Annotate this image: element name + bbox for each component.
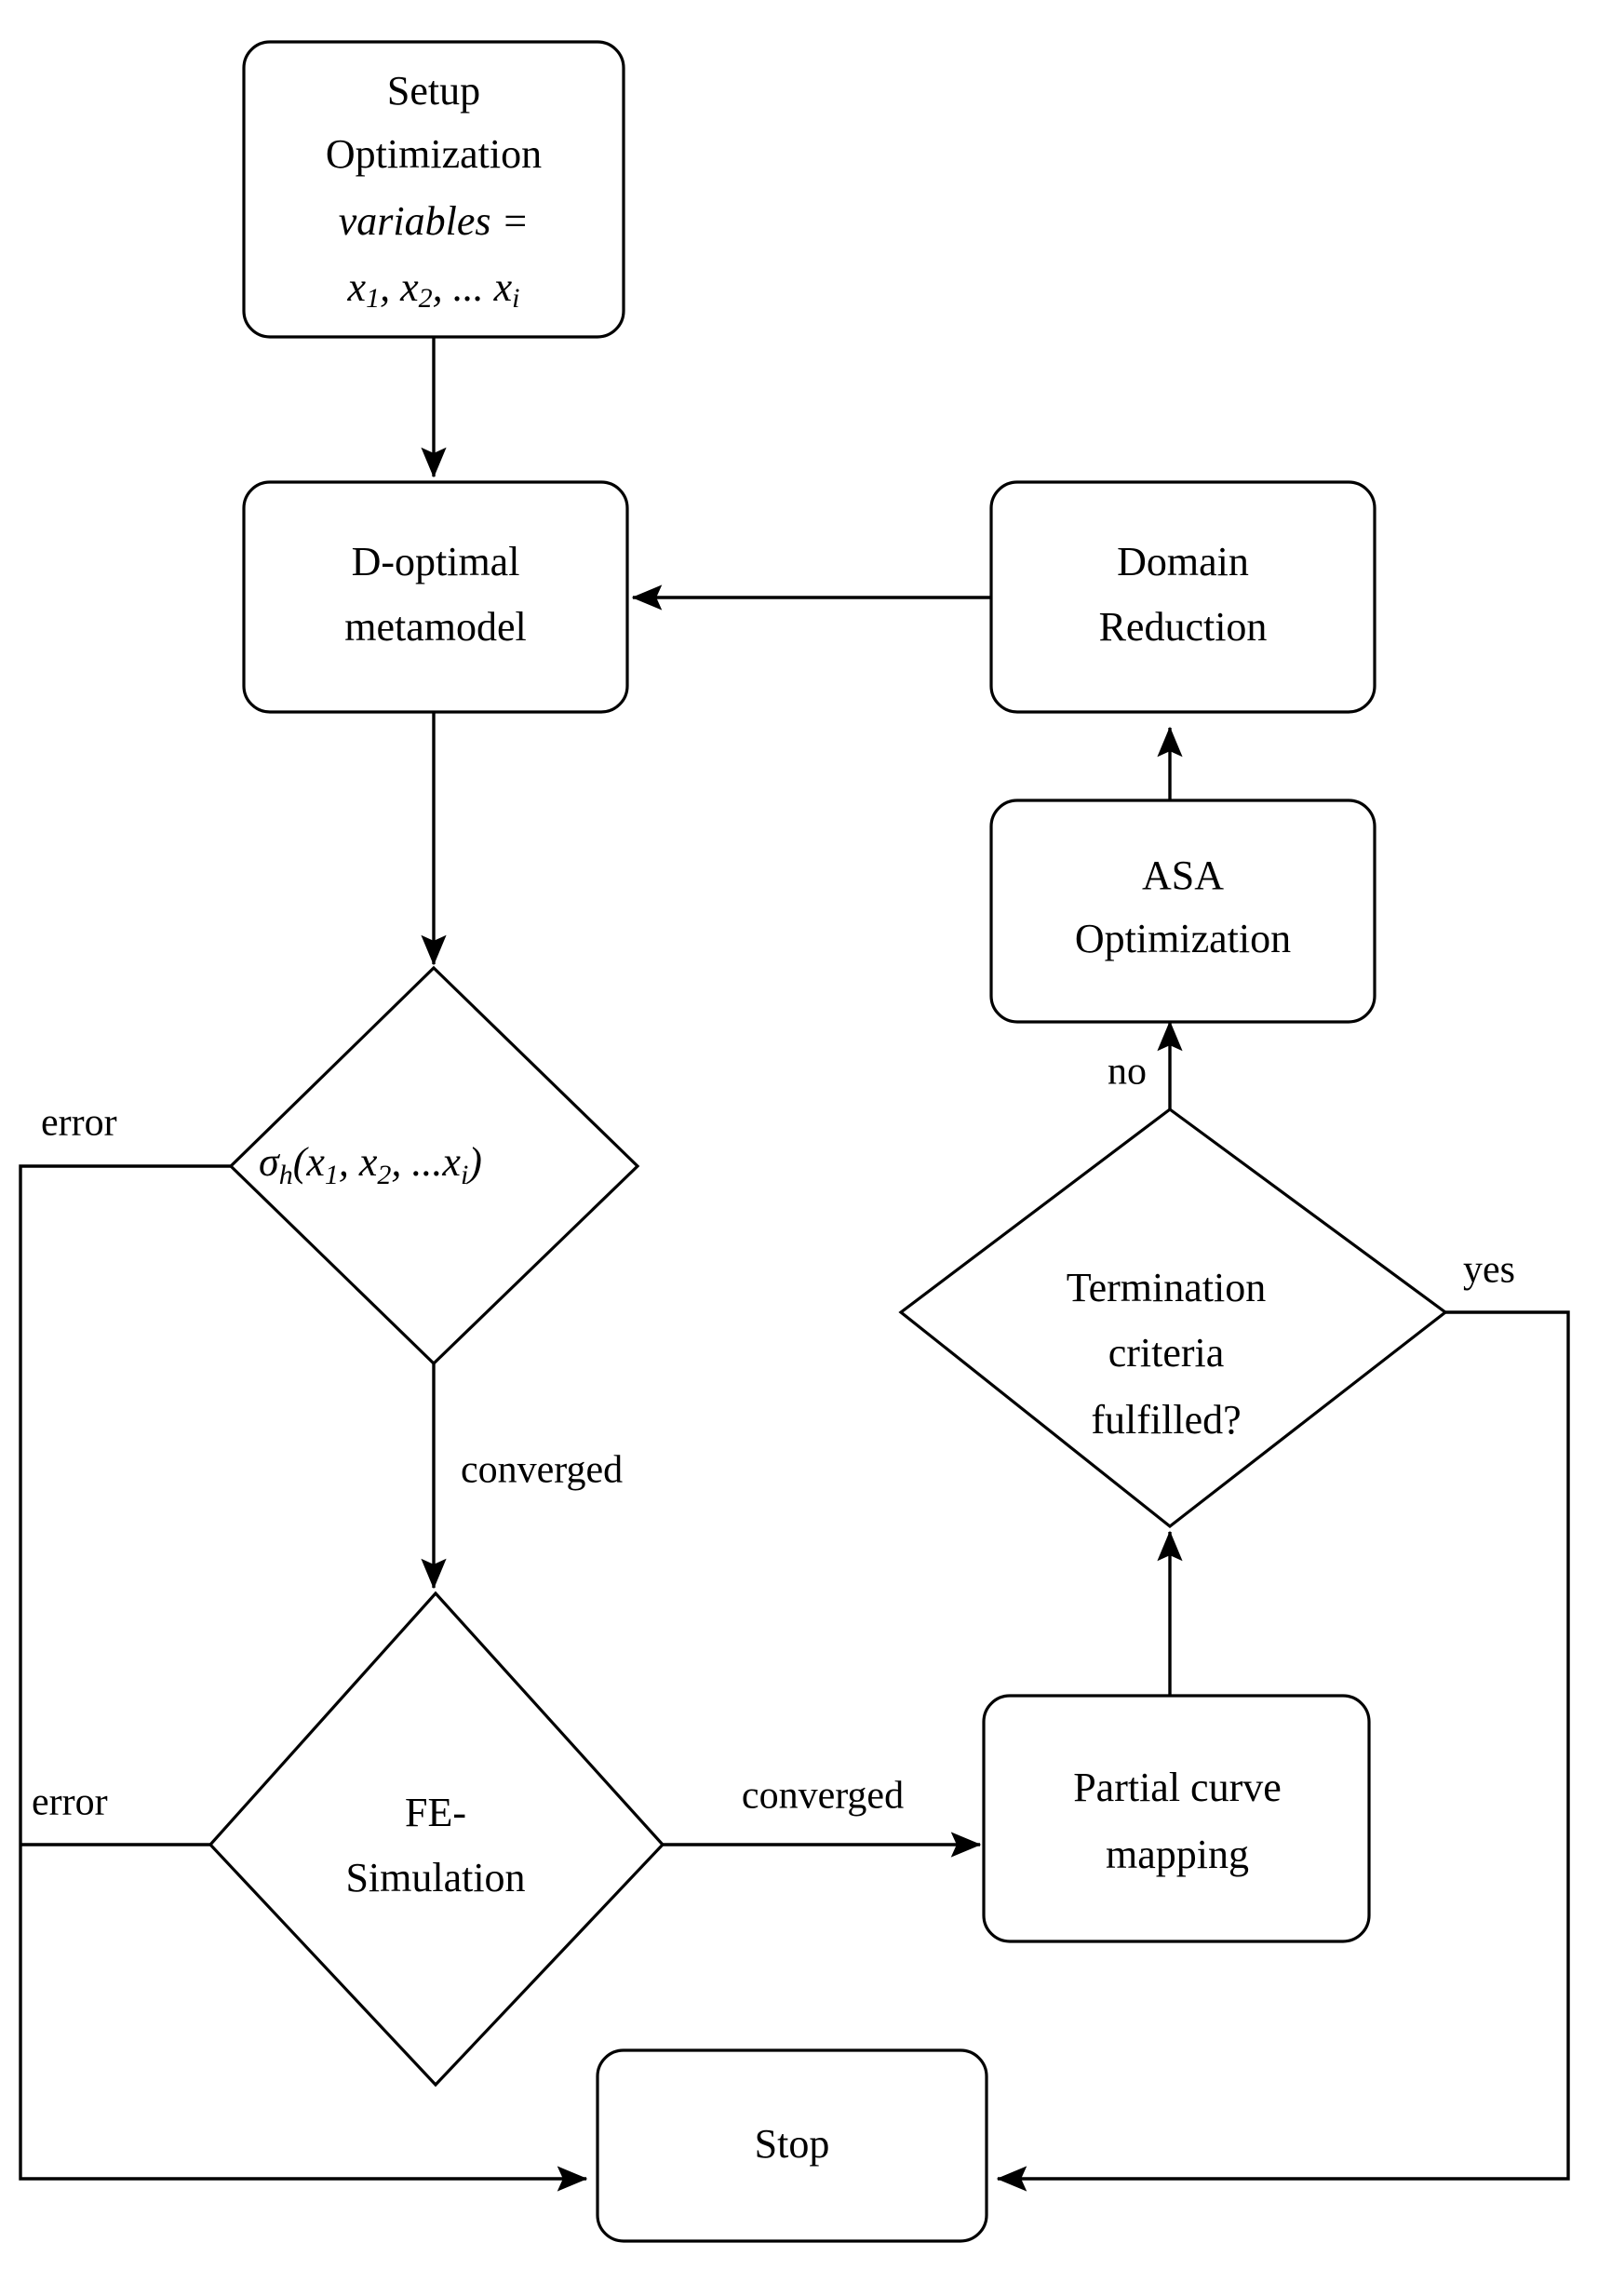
node-setup-optimization[interactable]: Setup Optimization variables = x1, x2, .… — [242, 40, 625, 339]
node-fe-simulation[interactable]: FE- Simulation — [208, 1591, 665, 2088]
edge-label-yes: yes — [1463, 1249, 1515, 1292]
sigma-label: σh(x1, x2, ...xi) — [259, 1139, 482, 1190]
sigma-paren-open: ( — [293, 1139, 309, 1185]
domain-reduction-box[interactable] — [989, 480, 1376, 714]
sigma-x2-sub: 2 — [377, 1160, 391, 1190]
pcm-line-2: mapping — [1106, 1832, 1249, 1877]
setup-line-4: x1, x2, ... xi — [347, 264, 520, 314]
edge-label-converged-vertical: converged — [461, 1449, 623, 1492]
edge-label-no: no — [1108, 1051, 1147, 1094]
setup-line-1: Setup — [387, 68, 480, 114]
setup-x2-base: x — [399, 264, 419, 310]
partial-curve-mapping-box[interactable] — [982, 1694, 1371, 1943]
metamodel-box[interactable] — [242, 480, 629, 714]
pcm-line-1: Partial curve — [1073, 1765, 1282, 1810]
setup-box[interactable] — [242, 40, 625, 339]
sigma-x2: x — [358, 1139, 378, 1185]
node-stop[interactable]: Stop — [596, 2048, 988, 2243]
edge-label-error-bottom: error — [32, 1781, 108, 1824]
fe-simulation-diamond[interactable] — [208, 1591, 665, 2088]
setup-x1-base: x — [347, 264, 367, 310]
sigma-diamond[interactable] — [228, 965, 640, 1366]
asa-optimization-box[interactable] — [989, 799, 1376, 1024]
sigma-comma-2: , ... — [391, 1139, 442, 1185]
sigma-x1-sub: 1 — [325, 1160, 339, 1190]
edge-label-converged-horizontal: converged — [742, 1775, 904, 1818]
setup-line-2: Optimization — [326, 131, 542, 177]
setup-sep-2: , ... — [433, 264, 494, 310]
asa-line-1: ASA — [1142, 853, 1224, 898]
node-partial-curve-mapping[interactable]: Partial curve mapping — [982, 1694, 1371, 1943]
metamodel-line-2: metamodel — [344, 604, 527, 650]
node-asa-optimization[interactable]: ASA Optimization — [989, 799, 1376, 1024]
sigma-glyph: σ — [259, 1139, 281, 1185]
setup-x2-sub: 2 — [419, 283, 433, 314]
metamodel-line-1: D-optimal — [352, 539, 520, 584]
setup-sep-1: , — [380, 264, 400, 310]
setup-xi-sub: i — [512, 283, 519, 314]
node-domain-reduction[interactable]: Domain Reduction — [989, 480, 1376, 714]
fe-simulation-line-2: Simulation — [345, 1855, 525, 1900]
node-sigma-check[interactable]: σh(x1, x2, ...xi) — [228, 965, 640, 1366]
fe-simulation-line-1: FE- — [405, 1790, 466, 1835]
setup-x1-sub: 1 — [366, 283, 380, 314]
stop-box[interactable] — [596, 2048, 988, 2243]
domain-reduction-line-1: Domain — [1117, 539, 1249, 584]
termination-line-2: criteria — [1108, 1330, 1225, 1376]
termination-diamond[interactable] — [898, 1108, 1448, 1529]
node-termination-criteria[interactable]: Termination criteria fulfilled? — [898, 1108, 1448, 1529]
setup-line-3: variables = — [339, 198, 529, 244]
edge-sigma-error-to-stop — [19, 1164, 588, 2192]
sigma-xi: x — [441, 1139, 461, 1185]
setup-xi-base: x — [493, 264, 513, 310]
domain-reduction-line-2: Reduction — [1099, 604, 1268, 650]
sigma-paren-close: ) — [465, 1139, 482, 1185]
termination-line-1: Termination — [1067, 1265, 1266, 1310]
node-d-optimal-metamodel[interactable]: D-optimal metamodel — [242, 480, 629, 714]
sigma-comma-1: , — [339, 1139, 359, 1185]
termination-line-3: fulfilled? — [1091, 1397, 1241, 1443]
sigma-sub-h: h — [279, 1160, 293, 1190]
edge-termination-yes-to-stop — [996, 1310, 1570, 2192]
sigma-xi-sub: i — [461, 1160, 468, 1190]
sigma-x1: x — [305, 1139, 325, 1185]
edge-label-error-top: error — [41, 1102, 117, 1145]
stop-label: Stop — [755, 2121, 830, 2167]
asa-line-2: Optimization — [1075, 916, 1291, 961]
